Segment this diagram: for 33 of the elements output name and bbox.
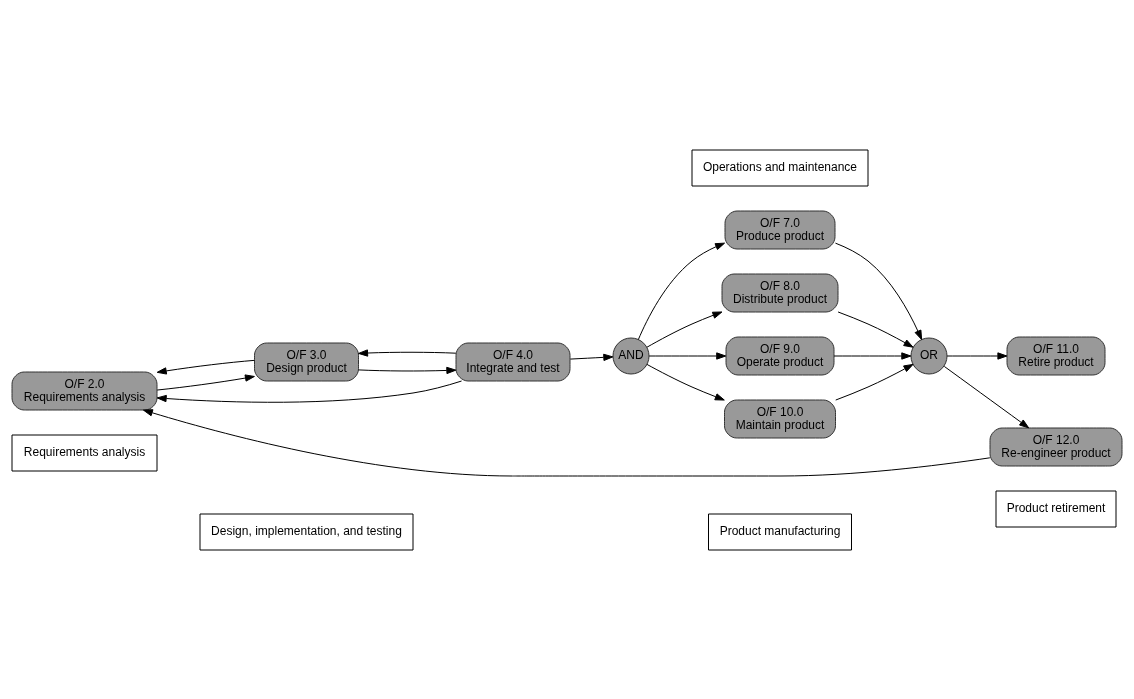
arrow: [358, 348, 457, 357]
arrow: [646, 363, 725, 401]
node-box: O/F 2.0 Requirements analysis: [11, 371, 158, 410]
node-box: O/F 3.0 Design product: [254, 342, 359, 381]
node-box: O/F 11.0 Retire product: [1006, 336, 1106, 375]
arrow: [358, 366, 457, 374]
arrow: [156, 380, 463, 403]
arrow: [834, 242, 923, 340]
node-box: Design, implementation, and testing: [199, 513, 414, 550]
node-box: O/F 7.0 Produce product: [724, 210, 836, 249]
arrow: [156, 373, 255, 391]
arrow: [835, 363, 914, 401]
node-box: Requirements analysis: [11, 434, 158, 471]
node-box: O/F 9.0 Operate product: [725, 336, 835, 375]
node-box: O/F 8.0 Distribute product: [721, 273, 839, 312]
node-box: O/F 12.0 Re-engineer product: [989, 427, 1123, 466]
arrow: [156, 359, 255, 375]
node-box: Product retirement: [995, 490, 1117, 527]
arrow: [943, 365, 1030, 428]
arrow: [569, 353, 614, 361]
arrow: [833, 351, 912, 360]
arrow: [637, 242, 726, 340]
arrow: [837, 311, 914, 348]
node-circle: AND: [612, 337, 650, 374]
arrow: [648, 351, 727, 360]
node-box: O/F 4.0 Integrate and test: [455, 342, 571, 381]
node-box: O/F 10.0 Maintain product: [724, 399, 836, 438]
arrow: [142, 408, 991, 476]
node-box: Operations and maintenance: [691, 149, 869, 186]
arrow: [646, 311, 723, 348]
node-box: Product manufacturing: [708, 513, 852, 550]
arrow: [946, 351, 1008, 360]
node-circle: OR: [910, 337, 948, 374]
